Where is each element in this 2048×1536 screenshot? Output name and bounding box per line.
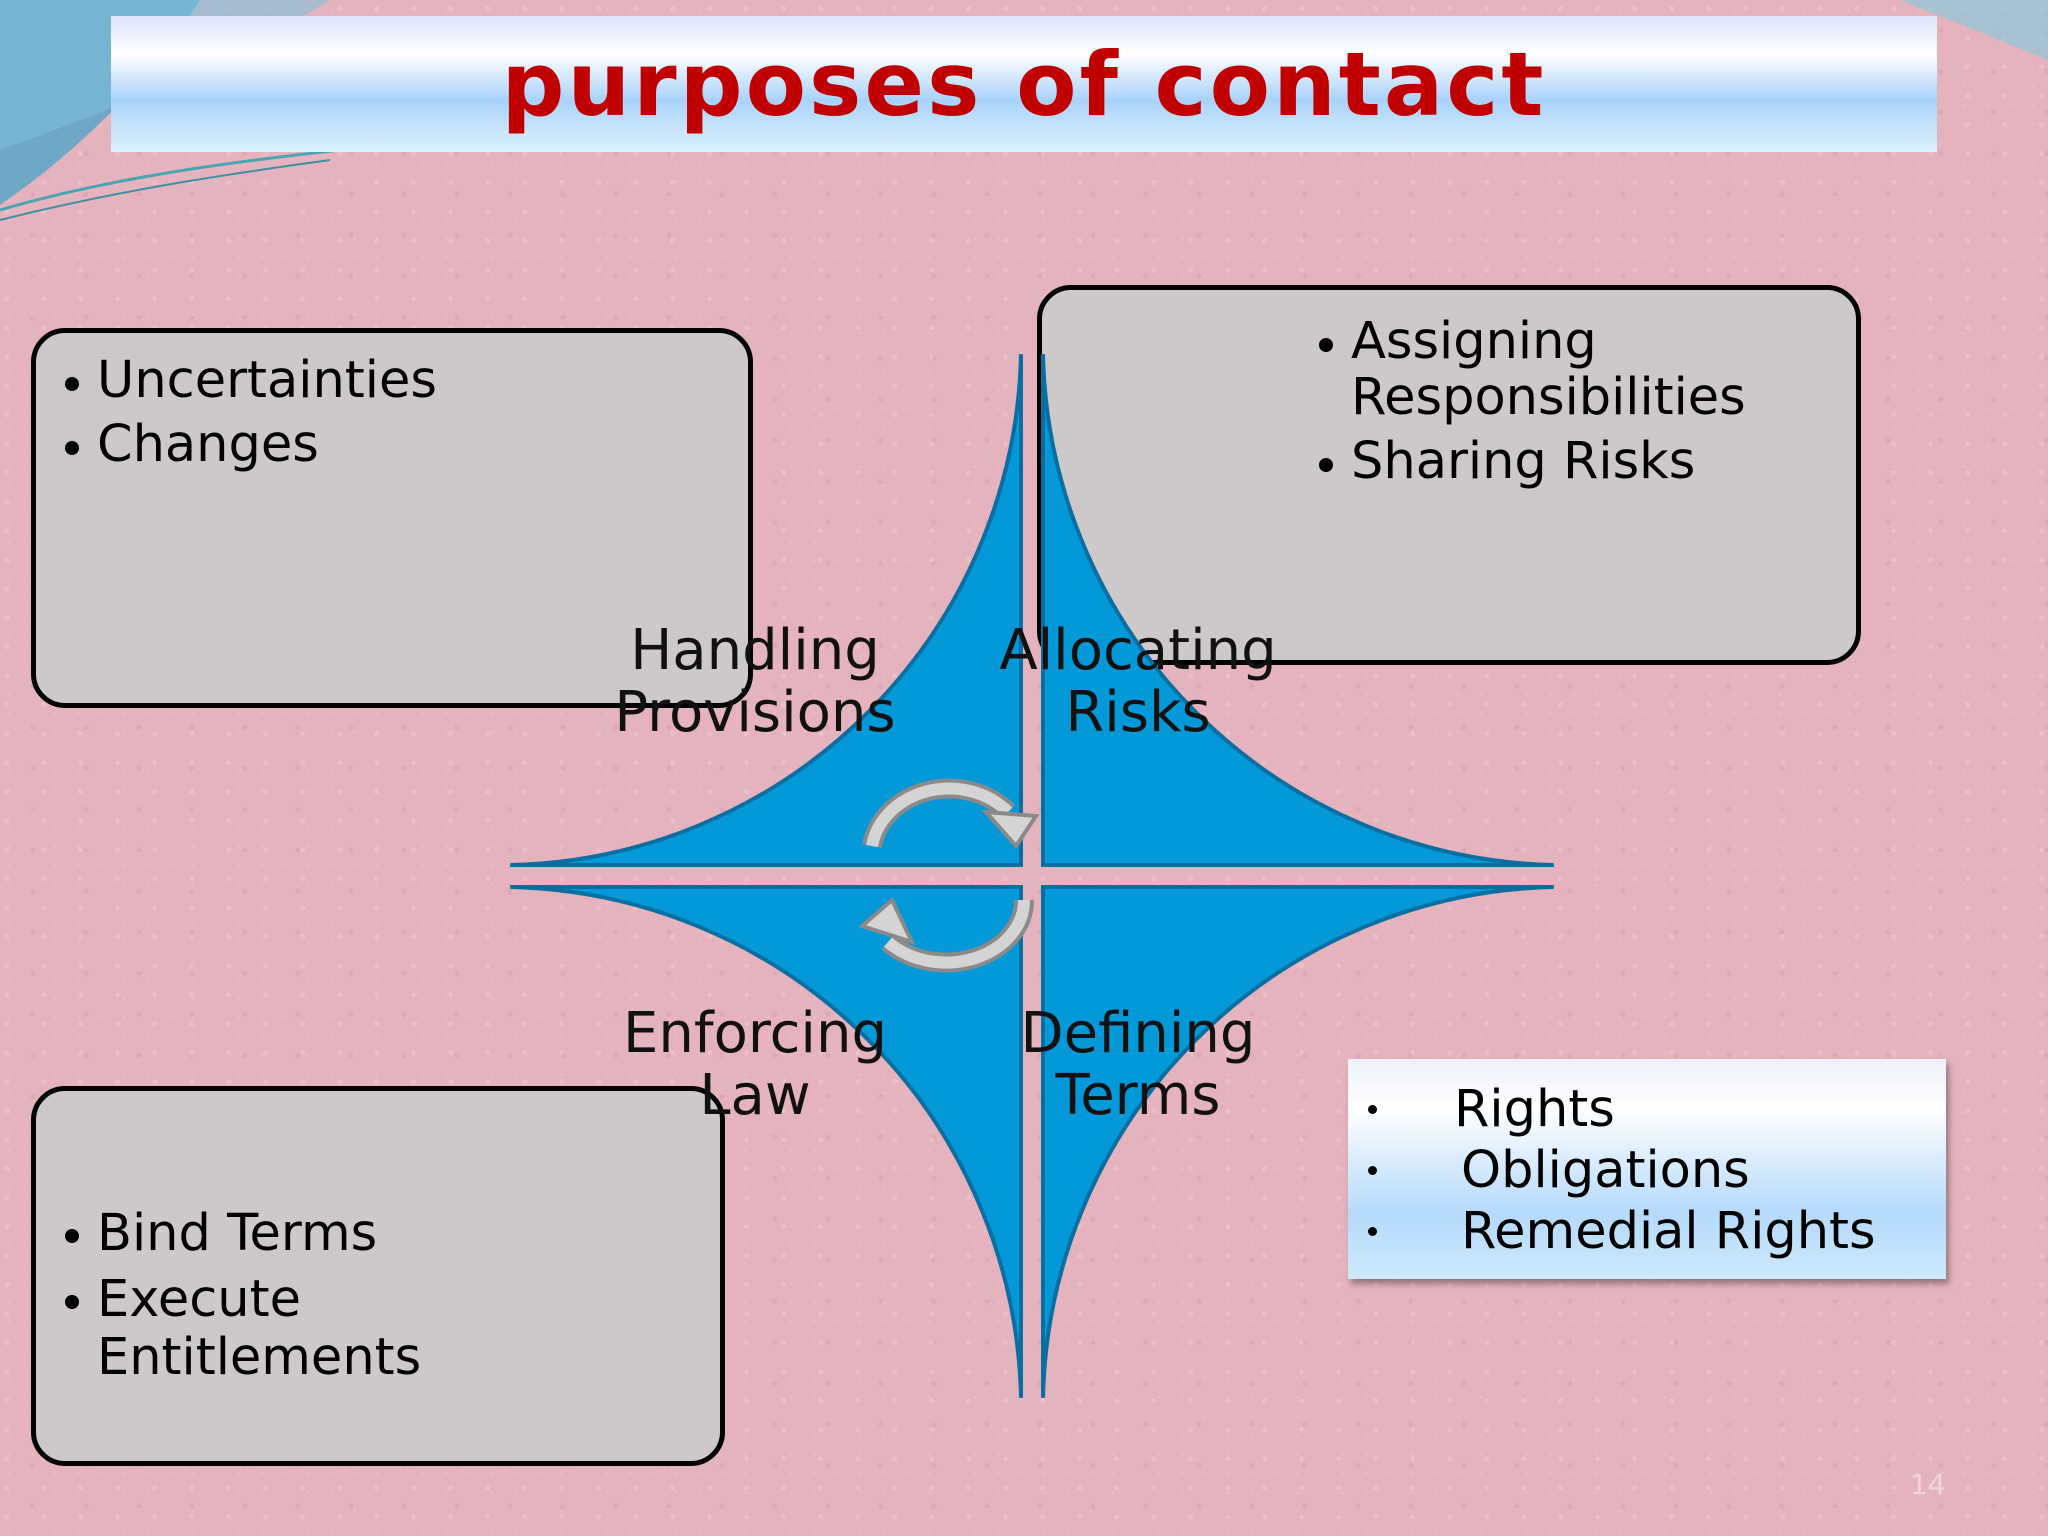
label-line: Risks (1065, 680, 1211, 745)
list-item-line: Assigning (1351, 312, 1597, 371)
segment-enforcing-law (510, 885, 1023, 1398)
bullet-icon (1368, 1166, 1377, 1175)
list-item: Obligations (1368, 1140, 1946, 1201)
list-item: Rights (1368, 1079, 1946, 1140)
list-item: Uncertainties (60, 353, 724, 409)
bullet-icon (1368, 1227, 1377, 1236)
label-line: Provisions (614, 680, 896, 745)
segment-label-enforcing-law: Enforcing Law (595, 1003, 915, 1127)
segment-group (510, 354, 1554, 1398)
list-item-text: Remedial Rights (1461, 1202, 1876, 1261)
list-item: Changes (60, 417, 724, 473)
list-item-line: Entitlements (97, 1328, 422, 1387)
list-item-line: Execute (97, 1270, 301, 1329)
list-item: Remedial Rights (1368, 1201, 1946, 1262)
page-number: 14 (1910, 1468, 1946, 1501)
label-line: Law (699, 1063, 811, 1128)
title-banner: purposes of contact (111, 16, 1937, 152)
label-line: Enforcing (622, 1001, 888, 1066)
bullet-icon (1368, 1105, 1377, 1114)
list-item-text: Rights (1454, 1080, 1615, 1139)
callout-box-bottom-right: Rights Obligations Remedial Rights (1348, 1059, 1946, 1279)
bullet-list: Uncertainties Changes (60, 353, 724, 473)
label-line: Terms (1055, 1063, 1221, 1128)
list-item: Bind Terms (60, 1205, 696, 1263)
segment-label-allocating-risks: Allocating Risks (978, 620, 1298, 744)
card-top-left: Uncertainties Changes (31, 328, 753, 708)
label-line: Handling (630, 618, 880, 683)
label-line: Defining (1020, 1001, 1256, 1066)
list-item-line: Responsibilities (1351, 368, 1746, 427)
segment-label-defining-terms: Defining Terms (978, 1003, 1298, 1127)
label-line: Allocating (999, 618, 1277, 683)
segment-label-handling-provisions: Handling Provisions (595, 620, 915, 744)
segment-handling-provisions (510, 354, 1023, 867)
slide-title: purposes of contact (501, 32, 1547, 136)
list-item: Sharing Risks (1314, 434, 1836, 490)
circular-arrows-icon (858, 778, 1040, 973)
segment-allocating-risks (1041, 354, 1554, 867)
segment-defining-terms (1041, 885, 1554, 1398)
list-item-text: Obligations (1461, 1141, 1750, 1200)
